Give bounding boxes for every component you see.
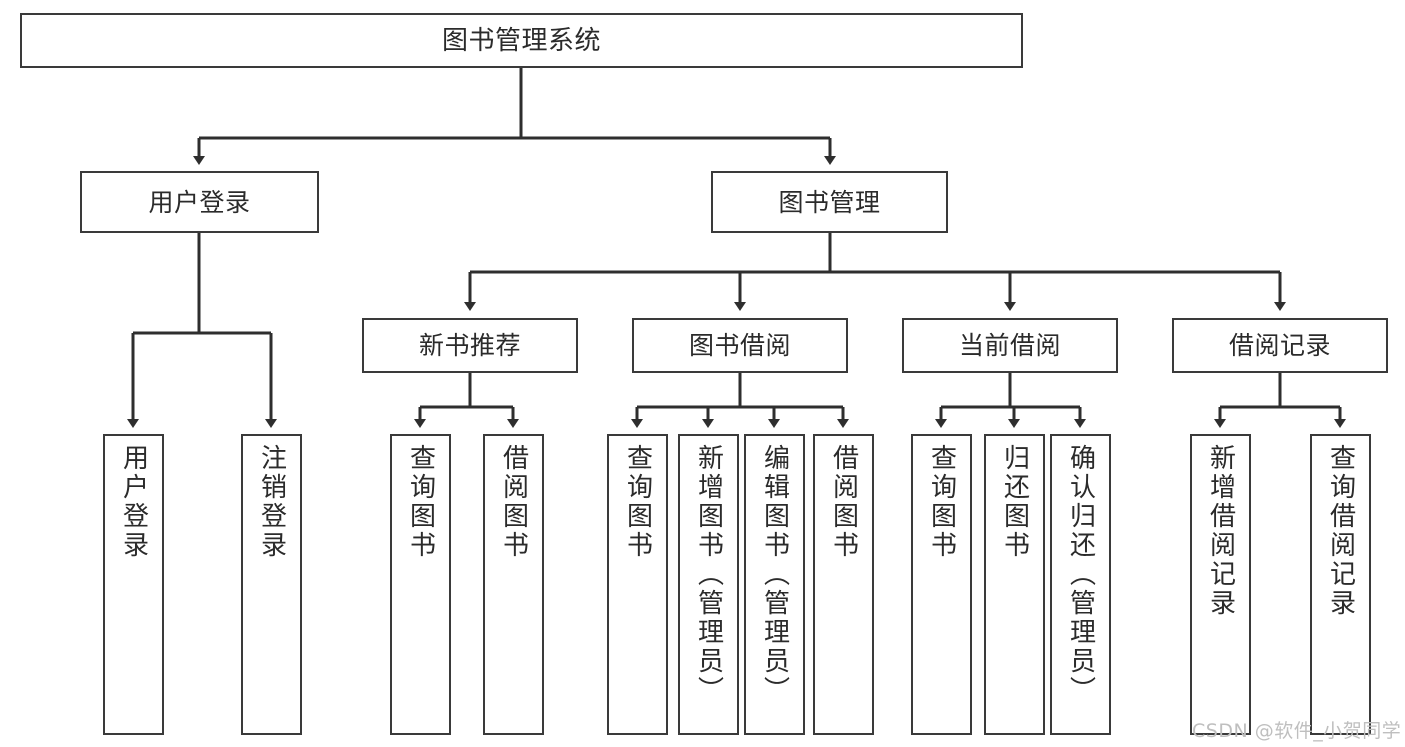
node-label: 图书管理: [778, 187, 881, 217]
node-label: 查询图书: [622, 444, 653, 560]
node-root-system[interactable]: 图书管理系统: [20, 13, 1023, 68]
node-label: 新增借阅记录: [1205, 444, 1236, 618]
node-label: 查询图书: [926, 444, 957, 560]
node-label: 编辑图书（管理员）: [759, 444, 790, 705]
leaf-query-book-3[interactable]: 查询图书: [911, 434, 972, 735]
node-label: 新书推荐: [418, 331, 521, 360]
node-label: 确认归还（管理员）: [1065, 444, 1096, 705]
node-label: 借阅记录: [1228, 331, 1331, 360]
leaf-query-book-2[interactable]: 查询图书: [607, 434, 668, 735]
leaf-add-book[interactable]: 新增图书（管理员）: [678, 434, 739, 735]
leaf-query-book-1[interactable]: 查询图书: [390, 434, 451, 735]
leaf-query-record[interactable]: 查询借阅记录: [1310, 434, 1371, 735]
node-label: 新增图书（管理员）: [693, 444, 724, 705]
leaf-edit-book[interactable]: 编辑图书（管理员）: [744, 434, 805, 735]
node-new-book-recommend[interactable]: 新书推荐: [362, 318, 578, 373]
leaf-borrow-book-2[interactable]: 借阅图书: [813, 434, 874, 735]
leaf-return-book[interactable]: 归还图书: [984, 434, 1045, 735]
node-label: 借阅图书: [828, 444, 859, 560]
csdn-watermark: CSDN @软件_小贺同学: [1192, 720, 1402, 742]
node-label: 当前借阅: [958, 331, 1061, 360]
node-label: 归还图书: [999, 444, 1030, 560]
node-book-manage[interactable]: 图书管理: [711, 171, 948, 233]
node-label: 查询图书: [405, 444, 436, 560]
node-user-login[interactable]: 用户登录: [80, 171, 319, 233]
node-label: 查询借阅记录: [1325, 444, 1356, 618]
node-label: 图书管理系统: [441, 25, 601, 56]
node-label: 图书借阅: [688, 331, 791, 360]
node-label: 注销登录: [256, 444, 287, 560]
leaf-user-login[interactable]: 用户登录: [103, 434, 164, 735]
node-current-borrow[interactable]: 当前借阅: [902, 318, 1118, 373]
node-borrow-record[interactable]: 借阅记录: [1172, 318, 1388, 373]
node-book-borrow[interactable]: 图书借阅: [632, 318, 848, 373]
leaf-logout[interactable]: 注销登录: [241, 434, 302, 735]
node-label: 用户登录: [148, 187, 251, 217]
node-label: 用户登录: [118, 444, 149, 560]
node-label: 借阅图书: [498, 444, 529, 560]
leaf-confirm-return[interactable]: 确认归还（管理员）: [1050, 434, 1111, 735]
leaf-add-record[interactable]: 新增借阅记录: [1190, 434, 1251, 735]
leaf-borrow-book-1[interactable]: 借阅图书: [483, 434, 544, 735]
